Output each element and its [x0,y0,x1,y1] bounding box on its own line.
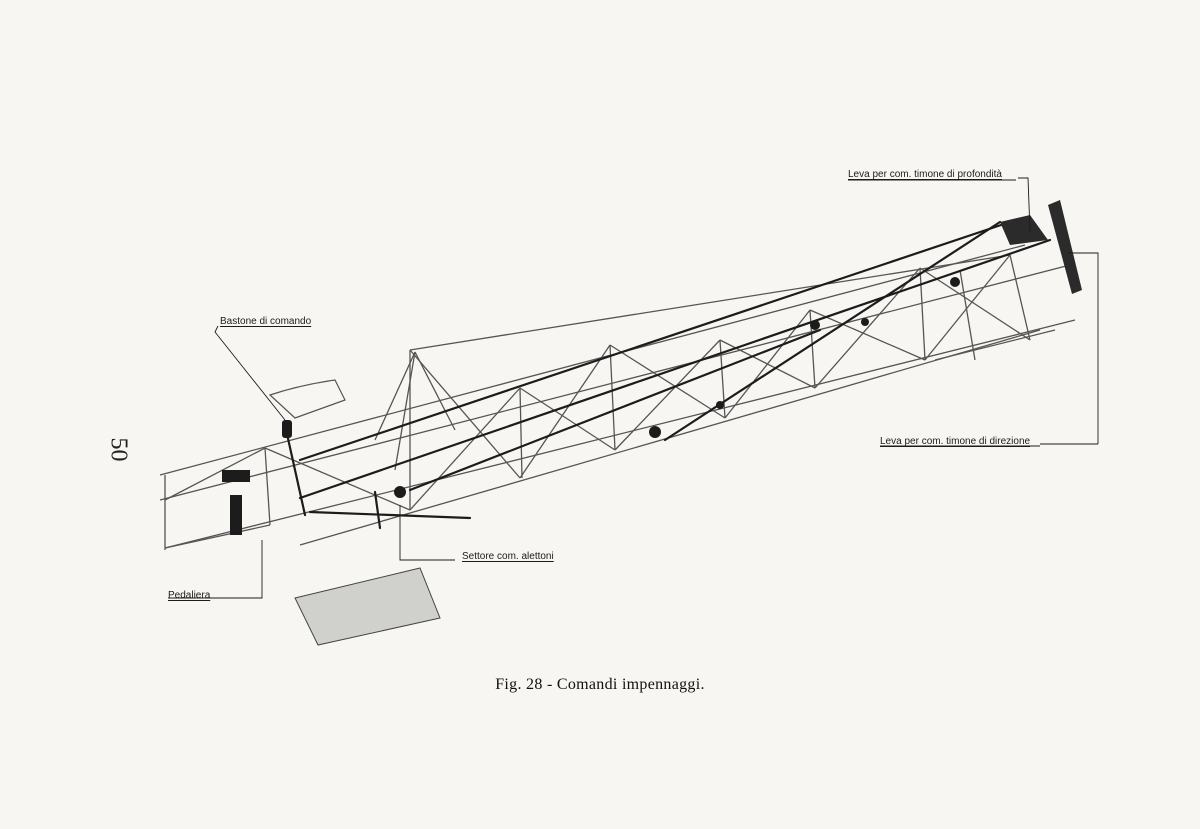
label-leva-profondita: Leva per com. timone di profondità [848,169,1002,180]
label-settore-alettoni: Settore com. alettoni [462,551,554,562]
page-number: 50 [105,437,132,462]
figure-caption: Fig. 28 - Comandi impennaggi. [495,676,705,693]
control-linkages [283,220,1052,530]
seat-block [294,567,441,646]
control-fittings [222,277,960,535]
windscreen [268,379,346,419]
tail-control-horn [1000,200,1082,294]
label-leva-direzione: Leva per com. timone di direzione [880,436,1031,447]
label-bastone-comando: Bastone di comando [220,316,312,327]
fuselage-truss-frame [159,244,1076,550]
label-pedaliera: Pedaliera [168,590,211,601]
leader-lines [168,177,1099,599]
